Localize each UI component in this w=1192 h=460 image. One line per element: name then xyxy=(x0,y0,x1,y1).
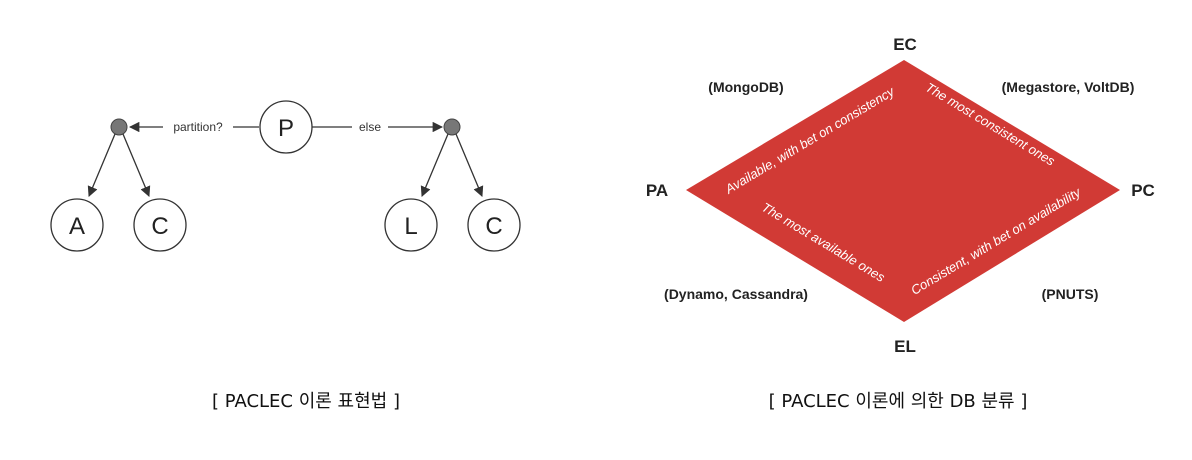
systems-top-right: (Megastore, VoltDB) xyxy=(1002,79,1135,95)
tree-caption: [ PACLEC 이론 표현법 ] xyxy=(212,391,400,412)
root-node-label: P xyxy=(278,115,294,142)
edge-to-c-right xyxy=(455,133,484,197)
node-c-left xyxy=(133,198,187,252)
else-edge-label: else xyxy=(359,120,381,134)
node-c-right-label: C xyxy=(485,213,502,240)
right-branch-point xyxy=(443,118,461,136)
node-l xyxy=(384,198,438,252)
diamond-caption: [ PACLEC 이론에 의한 DB 분류 ] xyxy=(769,391,1028,412)
else-label-bg xyxy=(352,118,388,136)
paclec-diamond: EC PA PC EL (MongoDB) (Megastore, VoltDB… xyxy=(646,35,1155,412)
corner-el: EL xyxy=(894,337,916,356)
partition-label-bg xyxy=(163,118,233,136)
paclec-tree: partition? else P A C L C [ PACLEC 이론 표현… xyxy=(50,100,521,412)
corner-pa: PA xyxy=(646,181,668,200)
partition-edge-label: partition? xyxy=(173,120,223,134)
corner-ec: EC xyxy=(893,35,917,54)
node-c-right xyxy=(467,198,521,252)
systems-top-left: (MongoDB) xyxy=(708,79,783,95)
node-c-left-label: C xyxy=(151,213,168,240)
edge-to-l xyxy=(420,133,449,197)
diamond-shape xyxy=(686,60,1120,322)
node-a-label: A xyxy=(69,213,85,240)
systems-bottom-right: (PNUTS) xyxy=(1042,286,1099,302)
node-l-label: L xyxy=(404,213,417,240)
edge-to-c-left xyxy=(122,133,151,197)
left-branch-point xyxy=(110,118,128,136)
edge-to-a xyxy=(87,133,116,197)
root-node xyxy=(259,100,313,154)
corner-pc: PC xyxy=(1131,181,1155,200)
node-a xyxy=(50,198,104,252)
systems-bottom-left: (Dynamo, Cassandra) xyxy=(664,286,808,302)
